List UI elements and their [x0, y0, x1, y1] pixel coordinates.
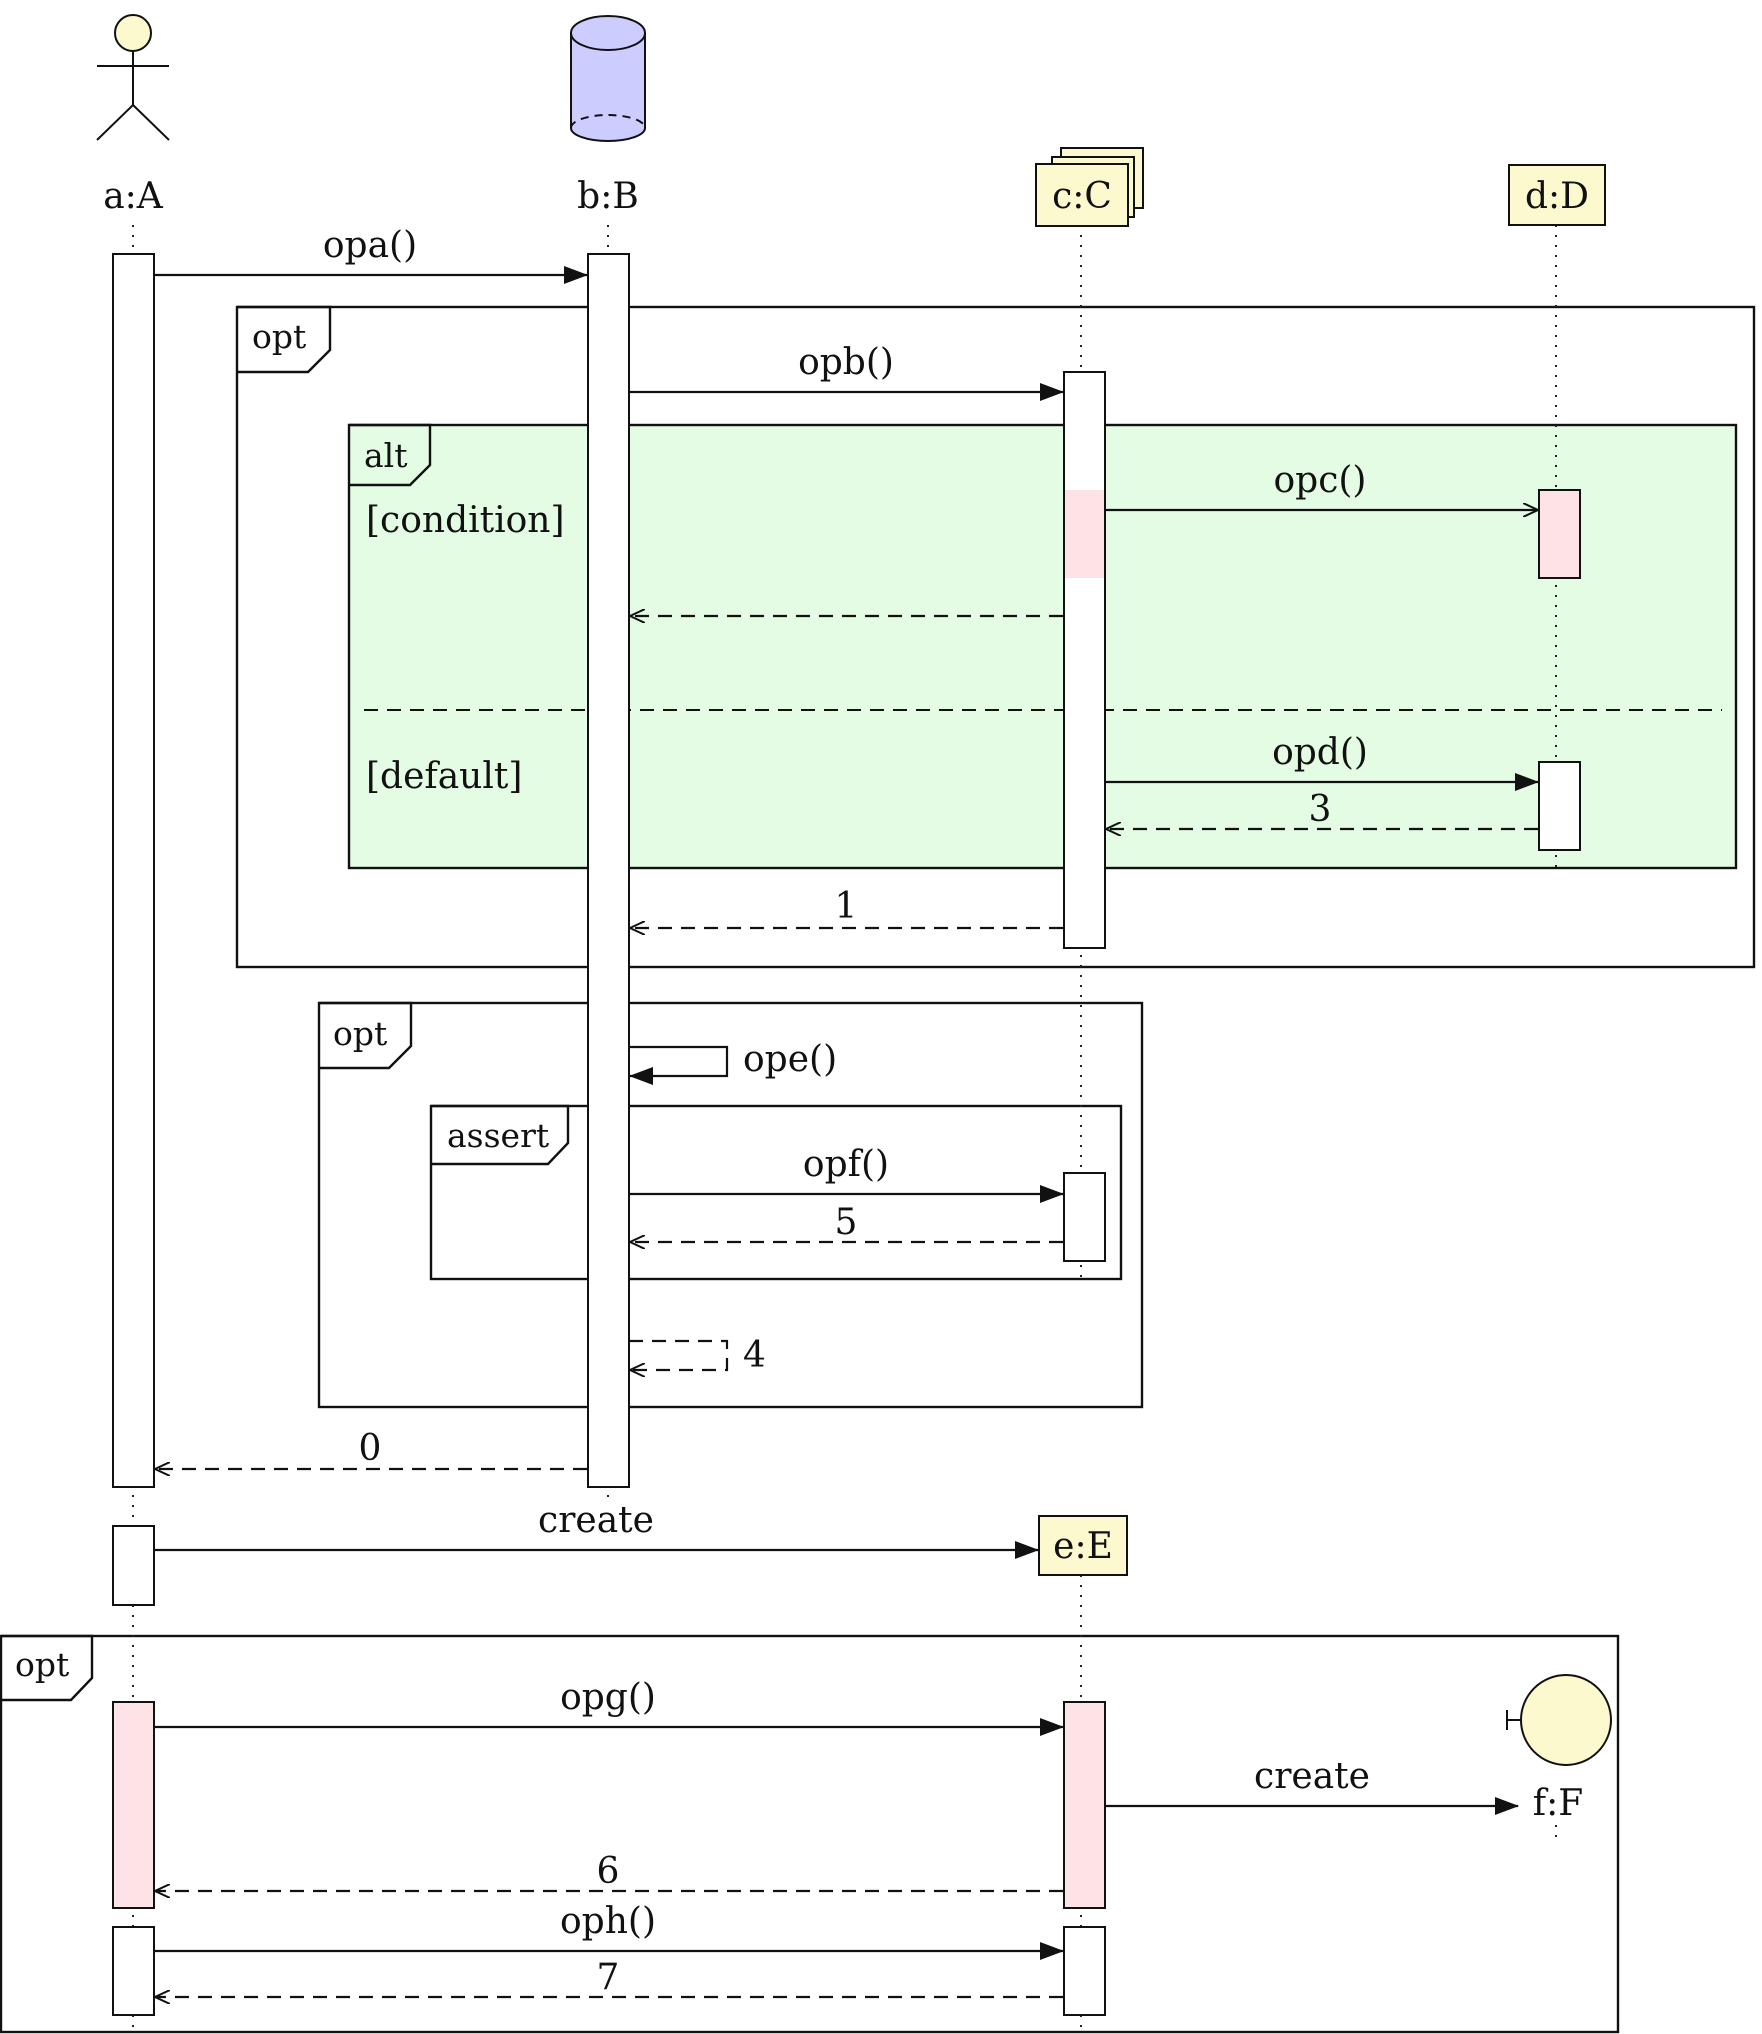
opt-frame-3-tag: opt	[15, 1645, 69, 1684]
participant-d-label: d:D	[1525, 176, 1589, 217]
message-ope	[629, 1045, 729, 1085]
object-d: d:D	[1508, 164, 1606, 226]
actor-icon	[114, 14, 152, 52]
object-e: e:E	[1038, 1515, 1128, 1576]
message-opd-label: opd()	[1272, 732, 1368, 773]
activation-c-1	[1063, 371, 1106, 949]
message-opa-label: opa()	[323, 225, 417, 266]
message-oph-label: oph()	[560, 1901, 656, 1942]
participant-c-label: c:C	[1052, 176, 1112, 217]
opt-frame-3: opt	[0, 1634, 1620, 2034]
message-create-e-label: create	[538, 1500, 654, 1541]
opt-frame-1-tag: opt	[252, 317, 306, 356]
opt-frame-1: opt	[235, 305, 1756, 969]
participant-a-label: a:A	[103, 176, 164, 217]
object-c: c:C	[1035, 147, 1144, 227]
alt-frame: alt [condition] [default]	[347, 423, 1738, 870]
message-opg-label: opg()	[560, 1677, 656, 1718]
return-0-label: 0	[359, 1428, 382, 1469]
participant-b-label: b:B	[577, 176, 639, 217]
assert-frame-tag: assert	[447, 1116, 549, 1155]
activation-d-1	[1538, 489, 1581, 579]
opt-frame-2-tag: opt	[333, 1014, 387, 1053]
participant-f-label: f:F	[1533, 1783, 1583, 1824]
activation-a-4	[112, 1926, 155, 2016]
message-opc-label: opc()	[1274, 460, 1367, 501]
message-opb-label: opb()	[798, 342, 894, 383]
boundary-f: f:F	[1506, 1674, 1612, 1824]
boundary-icon	[1520, 1674, 1612, 1766]
opt-frame-2: opt	[317, 1001, 1144, 1409]
database-icon	[570, 33, 646, 142]
activation-c-highlight	[1065, 490, 1104, 578]
alt-guard-condition: [condition]	[366, 500, 565, 541]
actor-a: a:A	[96, 14, 170, 217]
activation-b-1	[587, 253, 630, 1488]
activation-c-2	[1063, 1172, 1106, 1262]
activation-e-2	[1063, 1926, 1106, 2016]
assert-frame: assert	[429, 1104, 1123, 1281]
activation-e-1	[1063, 1701, 1106, 1909]
message-ope-label: ope()	[743, 1039, 837, 1080]
return-6-label: 6	[597, 1851, 620, 1892]
message-create-f-label: create	[1254, 1756, 1370, 1797]
return-3-label: 3	[1309, 789, 1332, 830]
return-1-label: 1	[835, 886, 858, 927]
alt-frame-tag: alt	[364, 436, 408, 475]
return-4-label: 4	[743, 1335, 766, 1376]
return-4	[629, 1339, 729, 1370]
message-opf-label: opf()	[803, 1144, 889, 1185]
participant-e-label: e:E	[1053, 1526, 1113, 1567]
activation-a-1	[112, 253, 155, 1488]
activation-a-2	[112, 1525, 155, 1606]
return-7-label: 7	[597, 1957, 620, 1998]
activation-d-2	[1538, 761, 1581, 851]
alt-guard-default: [default]	[366, 756, 522, 797]
activation-a-3	[112, 1701, 155, 1909]
database-b: b:B	[570, 15, 646, 217]
return-5-label: 5	[835, 1202, 858, 1243]
